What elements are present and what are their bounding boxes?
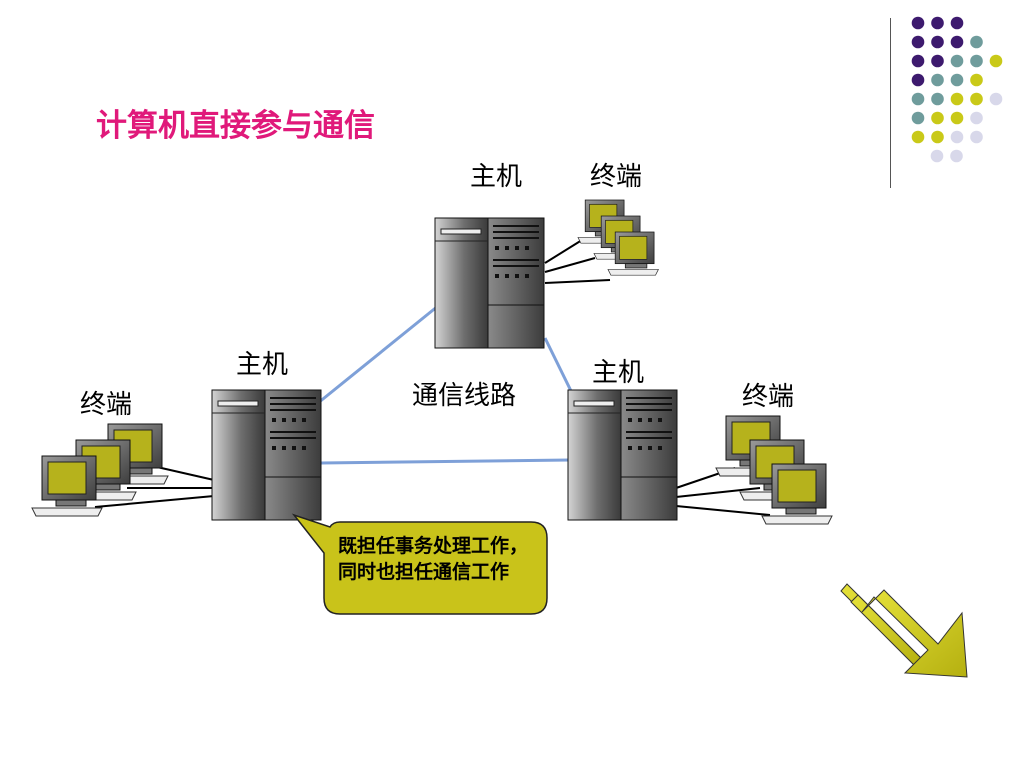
decor-dot: [950, 73, 964, 87]
decorative-divider-line: [890, 18, 891, 188]
terminal-icon: [31, 455, 103, 517]
callout-text: 既担任事务处理工作，同时也担任通信工作: [338, 535, 529, 583]
decor-dot: [911, 130, 925, 144]
link-left-top: [317, 304, 439, 405]
communication-line-label: 通信线路: [412, 381, 517, 411]
decor-dot: [970, 73, 983, 87]
decor-dot: [911, 54, 925, 68]
decor-dot: [911, 35, 925, 49]
decor-dot: [950, 130, 964, 144]
terminals-left: [31, 423, 169, 517]
terminal-icon: [761, 463, 833, 525]
terminal-label-left: 终端: [80, 390, 133, 420]
host-label-right: 主机: [592, 358, 645, 388]
decorative-dot-grid: [911, 16, 1003, 163]
decor-dot: [911, 16, 925, 30]
decor-dot: [911, 73, 925, 87]
decor-dot: [989, 54, 1003, 68]
decor-dot: [931, 35, 944, 49]
terminal-icon: [607, 231, 659, 276]
decor-dot: [989, 92, 1003, 106]
decor-dot: [950, 54, 964, 68]
terminals-right: [715, 415, 833, 525]
decor-dot: [970, 92, 983, 106]
decor-dot: [931, 73, 944, 87]
decor-dot: [930, 149, 944, 163]
decor-dot: [931, 54, 944, 68]
decor-dot: [950, 16, 964, 30]
decor-dot: [950, 35, 964, 49]
terminal-label-top: 终端: [590, 162, 643, 192]
host-server-top: [434, 217, 545, 349]
decor-dot: [970, 54, 983, 68]
decor-dot: [931, 16, 944, 30]
decor-dot: [950, 149, 963, 163]
decor-dot: [911, 111, 925, 125]
terminals-top: [577, 199, 659, 276]
host-server-right: [567, 389, 678, 521]
decor-dot: [970, 111, 983, 125]
host-label-top: 主机: [470, 162, 523, 192]
decor-dot: [970, 130, 983, 144]
host-label-left: 主机: [236, 350, 289, 380]
callout-bubble: [291, 513, 548, 615]
decor-dot: [931, 92, 944, 106]
decor-dot: [970, 35, 983, 49]
link-top-right: [543, 337, 574, 394]
decor-dot: [950, 92, 964, 106]
decor-dot: [911, 92, 925, 106]
terminal-label-right: 终端: [742, 382, 795, 412]
decor-dot: [931, 111, 944, 125]
arrow-icon: [840, 583, 968, 678]
host-server-left: [211, 389, 322, 521]
decor-dot: [931, 130, 944, 144]
terminal-cables-top: [544, 239, 611, 284]
decor-dot: [950, 111, 964, 125]
link-left-right: [320, 458, 571, 465]
terminal-cables-left: [94, 466, 215, 508]
slide-title: 计算机直接参与通信: [96, 108, 375, 144]
